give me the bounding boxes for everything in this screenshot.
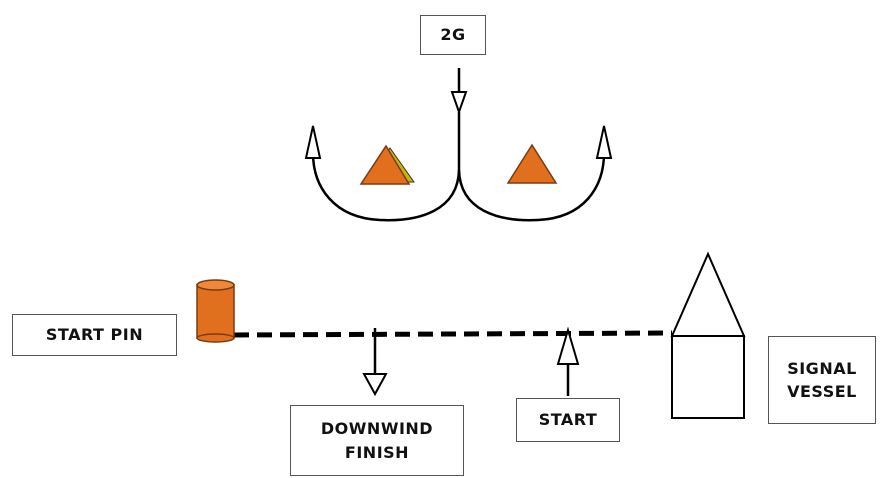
start-pin-label-text: START PIN [45,325,144,345]
mark-label: 2G [420,15,486,55]
downwind-finish-label-line2: FINISH [344,442,410,462]
start-label-text: START [538,410,598,430]
start-pin-label: START PIN [12,314,177,356]
start-arrow [556,326,580,396]
left-rounding-arc [311,149,461,222]
downwind-finish-label-line1: DOWNWIND [320,419,434,439]
left-gate-mark [359,144,415,185]
left-arc-arrowhead [304,125,322,159]
downwind-finish-label: DOWNWIND FINISH [290,405,464,476]
start-pin-buoy [196,279,235,343]
signal-vessel-label: SIGNAL VESSEL [768,336,876,424]
right-gate-mark [506,143,558,184]
start-label: START [516,398,620,442]
signal-vessel-label-line1: SIGNAL [787,358,857,378]
windward-approach-arrow [450,68,468,170]
signal-vessel-icon [670,251,746,419]
right-arc-arrowhead [595,125,613,159]
start-finish-line [233,330,673,338]
signal-vessel-label-line2: VESSEL [787,382,857,401]
right-rounding-arc [457,149,606,222]
mark-label-text: 2G [440,25,466,45]
downwind-finish-arrow [362,328,388,397]
